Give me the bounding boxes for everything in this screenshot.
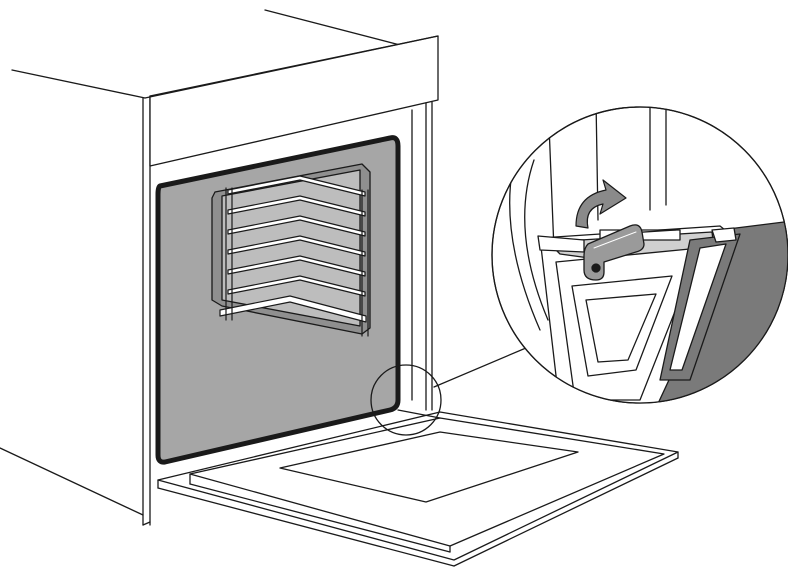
oven-cabinet (0, 9, 439, 526)
rotate-arrow-icon (575, 179, 627, 229)
magnifier-callout-icon (370, 364, 442, 436)
hinge-callout (491, 106, 788, 404)
oven-rack-icon (219, 175, 369, 337)
door-glass (279, 431, 579, 503)
oven-door (157, 409, 679, 567)
hinge-lever-icon (583, 224, 645, 281)
